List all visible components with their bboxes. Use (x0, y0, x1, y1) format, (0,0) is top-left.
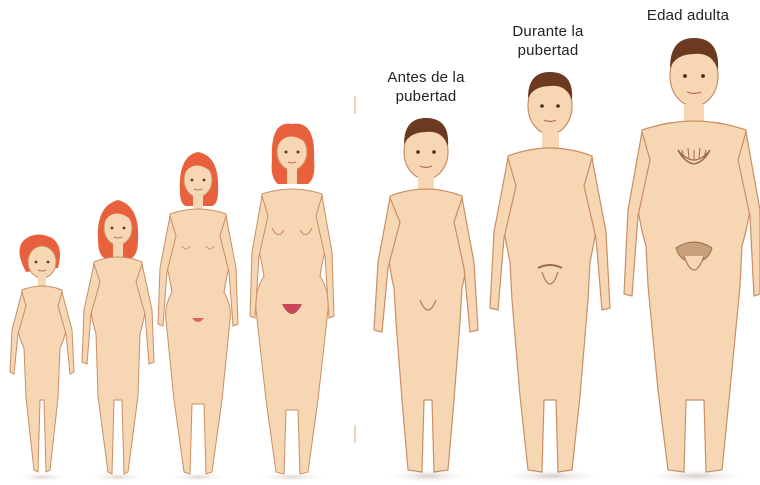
female-figure-child (10, 234, 74, 482)
female-development-panel (0, 0, 352, 485)
male-figure-before-puberty (374, 118, 478, 483)
female-figure-preteen (82, 200, 154, 482)
male-figure-during-puberty (490, 72, 610, 483)
panel-divider (354, 96, 356, 114)
female-figure-adult (250, 124, 334, 482)
panel-divider (354, 425, 356, 443)
female-figure-teen (158, 152, 238, 482)
male-figure-adult (624, 38, 760, 483)
male-development-panel: Antes de la pubertad Durante la pubertad… (358, 0, 760, 485)
